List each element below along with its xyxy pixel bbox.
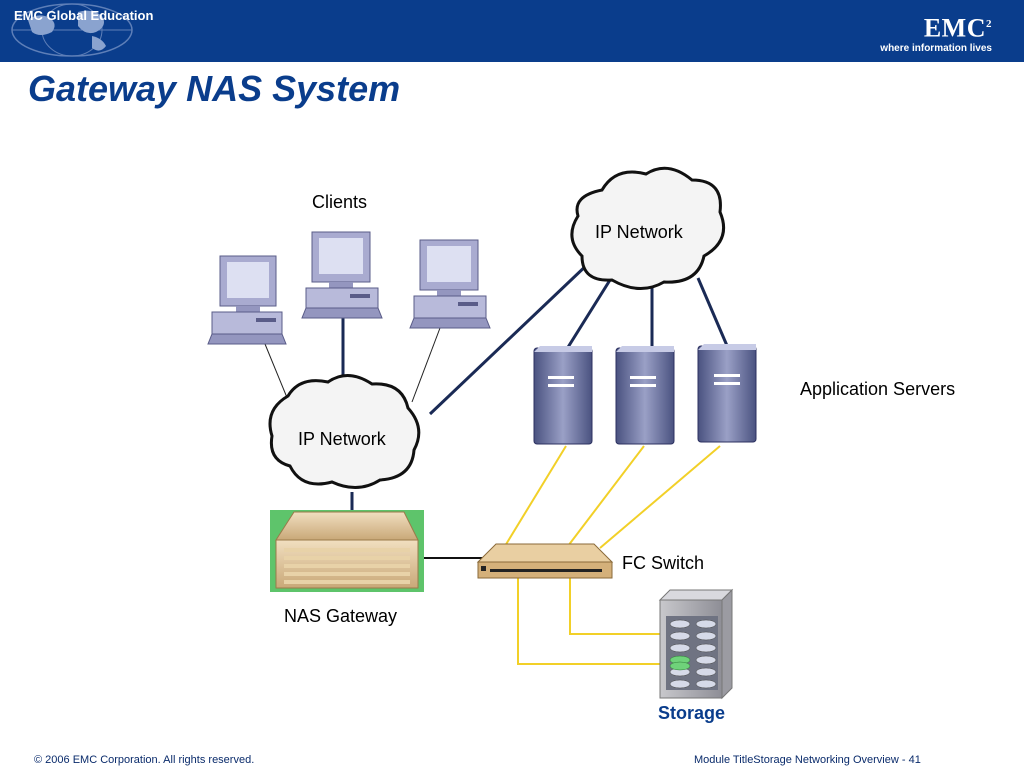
app-server-icon-3 [697,344,757,443]
ip-network-bottom-label: IP Network [298,429,386,449]
fc-link-storage-b [517,578,662,665]
link-client1 [264,343,289,401]
client-computer-icon-3 [409,239,491,329]
header-left-brand: EMC Global Education [14,8,154,23]
link-ip-server1 [563,279,612,353]
clients-label: Clients [312,192,368,212]
slide-title: Gateway NAS System [28,68,401,109]
fc-switch-icon [476,543,614,579]
emc-logo-superscript: 2 [986,18,992,30]
nas-gateway-icon [270,510,424,592]
application-servers-label: Application Servers [800,379,956,399]
footer-page-info: Module TitleStorage Networking Overview … [694,754,921,766]
footer-module-title: Module TitleStorage Networking Overview [694,754,899,766]
ip-network-top-label: IP Network [595,222,683,242]
fc-link-server1 [504,445,567,547]
nas-gateway-label: NAS Gateway [284,606,398,626]
client-computer-icon-1 [207,255,287,345]
app-server-icon-1 [533,346,593,445]
client-computer-icon-2 [301,231,383,319]
emc-logo: EMC2 where information lives [880,10,992,54]
fc-link-server3 [599,445,721,549]
fc-link-server2 [567,445,645,547]
footer-copyright: © 2006 EMC Corporation. All rights reser… [34,754,255,766]
fc-switch-label: FC Switch [622,553,705,573]
header-bar: EMC Global Education EMC2 where informat… [0,0,1024,62]
globe-icon [11,3,133,57]
emc-tagline: where information lives [880,42,992,54]
storage-array-icon [658,588,734,700]
storage-label: Storage [658,703,726,723]
cloud-icon-top [570,166,725,290]
app-server-icon-2 [615,346,675,445]
fc-link-storage-a [569,578,662,635]
link-client3 [411,327,441,403]
emc-logo-text: EMC [923,13,986,43]
footer-page-number: 41 [908,754,921,766]
footer-page-separator: - [901,754,906,766]
link-ip-server3 [696,277,730,349]
cloud-icon-bottom [268,374,421,489]
link-ip-ip [428,260,592,416]
